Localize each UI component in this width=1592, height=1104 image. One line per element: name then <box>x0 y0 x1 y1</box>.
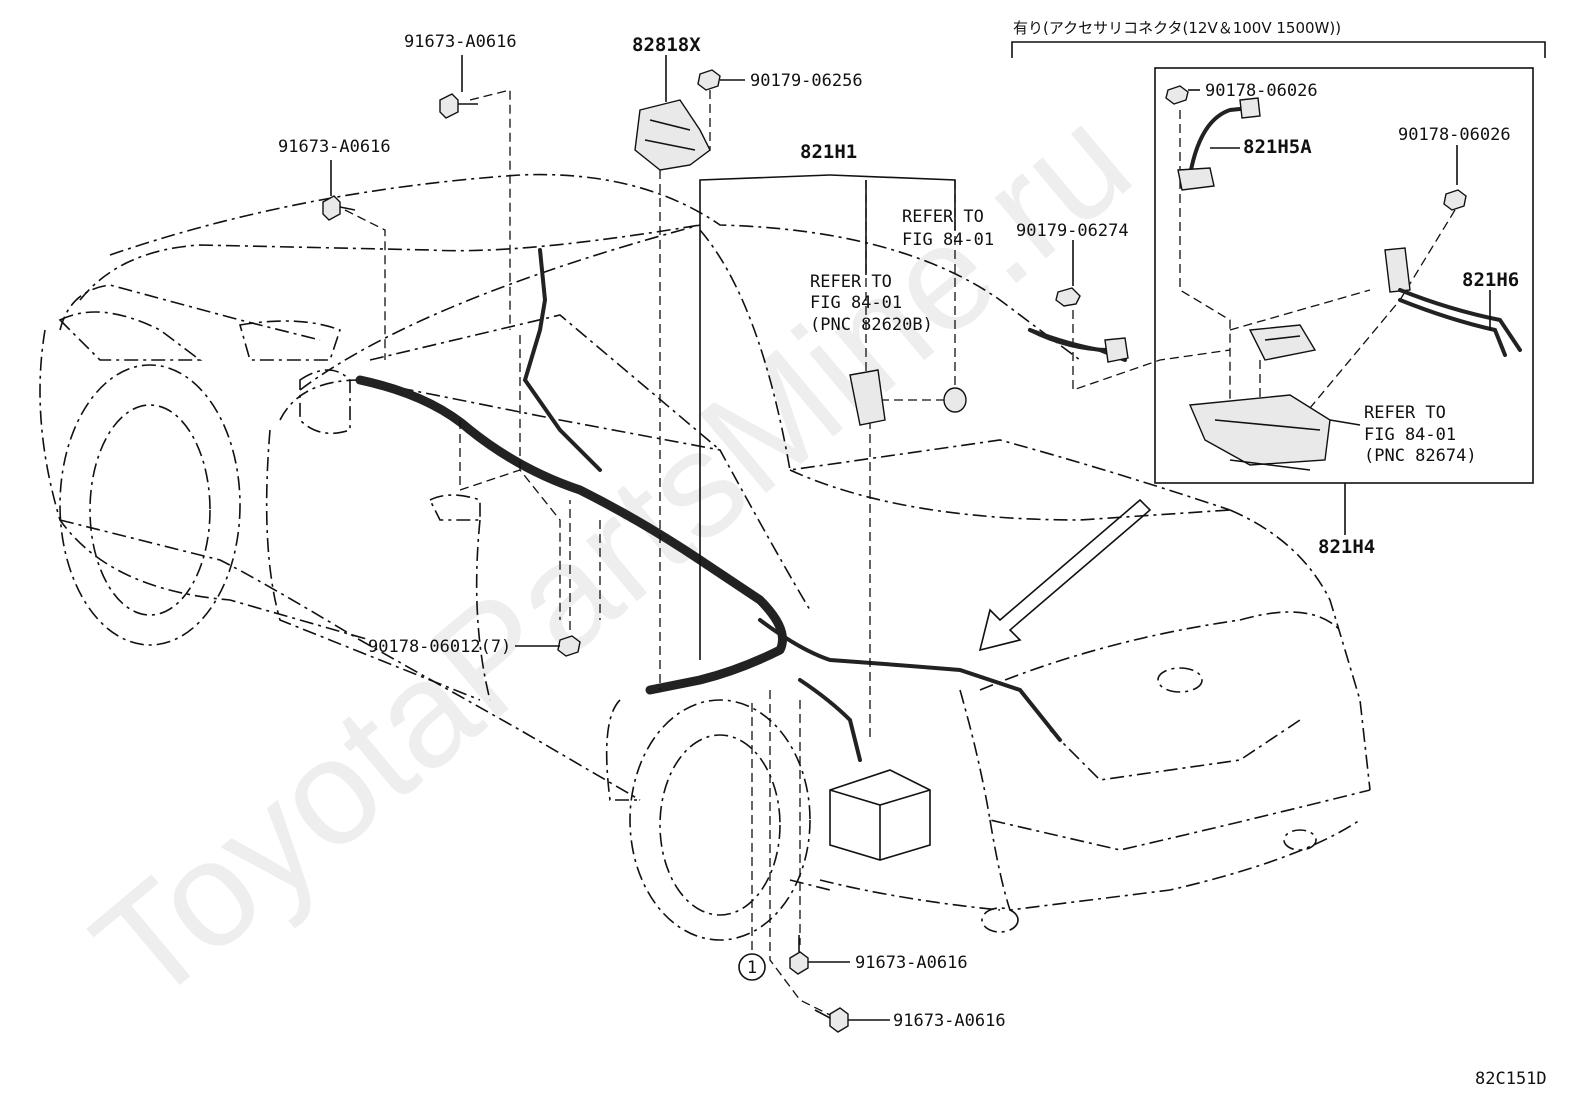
label-refer-1-line1: REFER TO <box>902 207 984 227</box>
leader-lines <box>344 89 1456 1016</box>
clip-icon <box>1165 85 1189 105</box>
bolt-icon <box>322 195 356 221</box>
sub-harness-icon <box>1028 328 1129 363</box>
bolt-icon <box>789 935 809 975</box>
callout-circle <box>738 953 766 981</box>
label-bolt-top: 91673-A0616 <box>404 32 517 52</box>
label-90178-06026-a: 90178-06026 <box>1205 81 1318 101</box>
label-90179-06256: 90179-06256 <box>750 71 863 91</box>
bolt-icon <box>439 93 478 119</box>
clip-icon <box>1055 287 1081 307</box>
label-refer-1-line2: FIG 84-01 <box>902 230 994 250</box>
watermark: ToyotaPartsMine.ru <box>63 75 1161 1034</box>
label-821h6: 821H6 <box>1462 269 1519 291</box>
accessory-connector-icon <box>1248 324 1317 361</box>
label-bolt-left: 91673-A0616 <box>278 137 391 157</box>
accessory-kit-frame <box>1154 67 1534 484</box>
clip-icon <box>1443 189 1467 211</box>
label-821h4: 821H4 <box>1318 536 1375 558</box>
label-90179-06274: 90179-06274 <box>1016 221 1129 241</box>
label-refer-2-line1: REFER TO <box>810 272 892 292</box>
label-90178-06026-b: 90178-06026 <box>1398 125 1511 145</box>
label-refer-2-line3: (PNC 82620B) <box>810 315 933 335</box>
bracket-821h1-right <box>829 174 956 230</box>
part-82818x-icon <box>634 99 711 171</box>
label-821h1: 821H1 <box>800 141 857 163</box>
label-90178-06012: 90178-06012(7) <box>368 637 511 657</box>
label-bolt-bottom-2: 91673-A0616 <box>893 1011 1006 1031</box>
accessory-bracket-icon <box>1188 394 1331 471</box>
option-bracket <box>1011 41 1546 58</box>
label-refer-3-line1: REFER TO <box>1364 403 1446 423</box>
clip-icon <box>697 69 721 91</box>
clip-icon <box>557 635 581 657</box>
part-821h5a-icon <box>1177 97 1261 191</box>
battery-box <box>829 769 931 861</box>
label-bolt-bottom-1: 91673-A0616 <box>855 953 968 973</box>
label-refer-2-line2: FIG 84-01 <box>810 293 902 313</box>
connector-icon <box>849 369 886 426</box>
label-82818x: 82818X <box>632 34 701 56</box>
bolt-icon <box>814 1007 849 1033</box>
label-821h5a: 821H5A <box>1243 136 1312 158</box>
tick-refer-3 <box>1329 419 1361 426</box>
label-refer-3-line3: (PNC 82674) <box>1364 446 1477 466</box>
part-821h6-icon <box>1384 247 1522 357</box>
callout-number: 1 <box>747 958 757 978</box>
figure-code: 82C151D <box>1475 1069 1547 1089</box>
option-note: 有り(アクセサリコネクタ(12V＆100V 1500W)) <box>1013 19 1341 37</box>
car-body-outline <box>39 173 1371 941</box>
direction-arrow <box>978 498 1152 652</box>
label-refer-3-line2: FIG 84-01 <box>1364 425 1456 445</box>
bracket-821h1-left <box>699 174 831 660</box>
grommet-icon <box>943 387 967 413</box>
